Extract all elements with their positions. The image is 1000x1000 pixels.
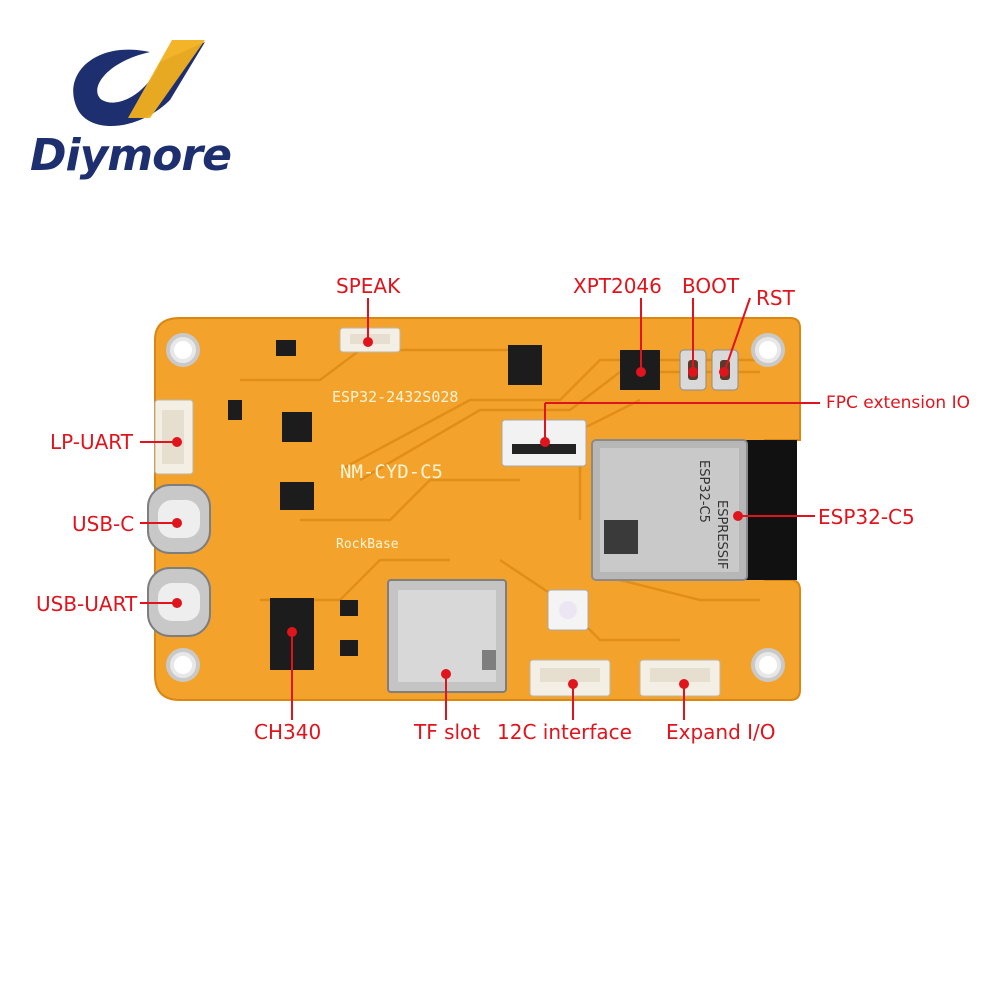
label-xpt2046: XPT2046 — [573, 274, 662, 298]
label-usb-uart: USB-UART — [36, 592, 138, 616]
label-esp32-c5: ESP32-C5 — [818, 505, 915, 529]
label-fpc: FPC extension IO — [826, 393, 970, 413]
mounting-holes — [166, 333, 785, 682]
module-vendor-text: ESPRESSIF — [714, 500, 729, 569]
tf-card-slot — [387, 579, 507, 693]
expand-io-connector — [639, 659, 721, 697]
maker-silkscreen: RockBase — [336, 537, 399, 552]
label-ch340: CH340 — [254, 720, 322, 744]
esp32-c5-module — [591, 439, 797, 581]
flash-chip — [508, 345, 542, 385]
module-model-text: ESP32-C5 — [696, 460, 711, 523]
label-speak: SPEAK — [336, 274, 401, 298]
label-usb-c: USB-C — [72, 512, 135, 536]
part-silkscreen: ESP32-2432S028 — [332, 388, 458, 406]
label-i2c: 12C interface — [497, 720, 632, 744]
label-boot: BOOT — [682, 274, 740, 298]
label-tf-slot: TF slot — [414, 720, 481, 744]
label-rst: RST — [756, 286, 795, 310]
brand-name: Diymore — [30, 130, 232, 181]
model-silkscreen: NM-CYD-C5 — [340, 461, 443, 483]
label-lp-uart: LP-UART — [50, 430, 133, 454]
annotation-pointers — [140, 297, 820, 720]
lp-uart-connector — [154, 399, 194, 475]
pcb — [154, 317, 801, 701]
label-expand-io: Expand I/O — [666, 720, 776, 744]
i2c-connector — [529, 659, 611, 697]
